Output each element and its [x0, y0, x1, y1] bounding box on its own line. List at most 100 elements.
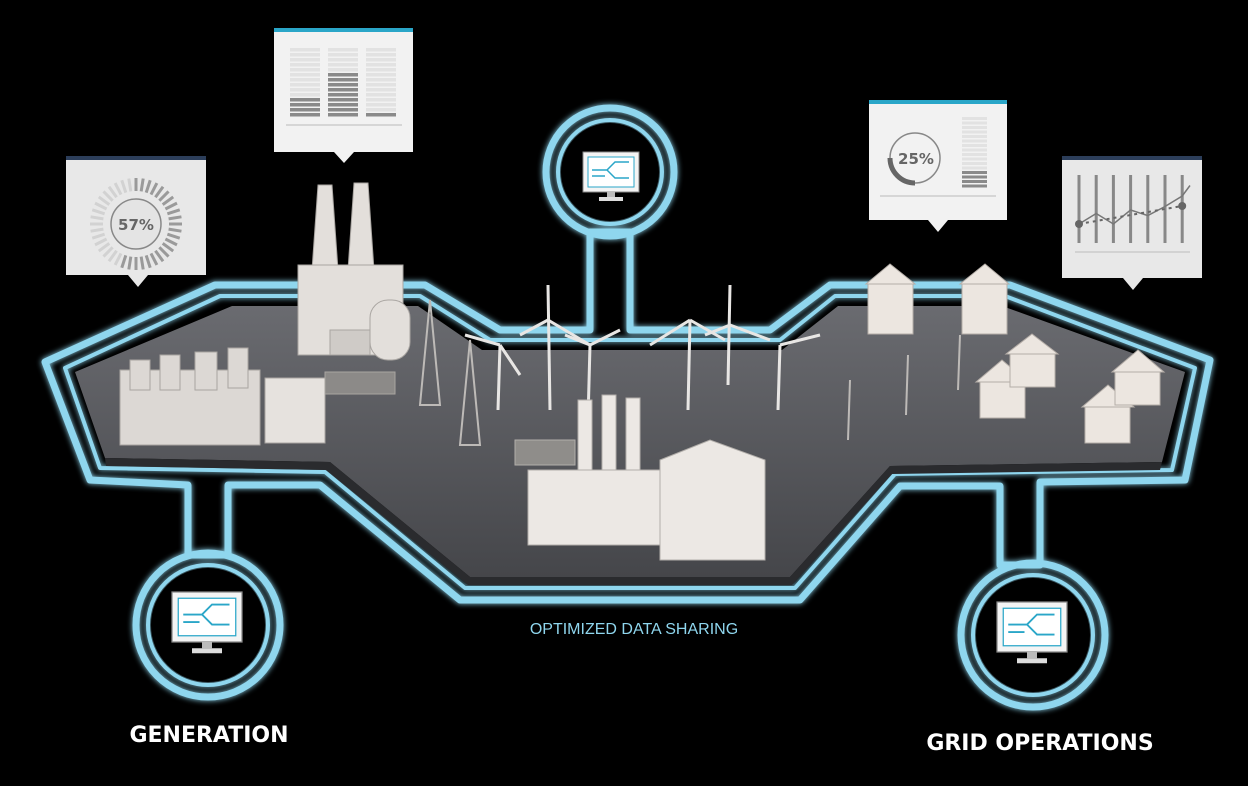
- bar-segment: [290, 48, 320, 52]
- bar-segment: [366, 103, 396, 107]
- chart-line: [1078, 185, 1191, 225]
- gauge-tick: [168, 227, 182, 233]
- gauge-tick: [144, 179, 152, 194]
- bar-segment: [962, 175, 987, 179]
- monitor-icon: [996, 601, 1068, 664]
- power-plant-left: [119, 347, 396, 446]
- gauge-value: 25%: [898, 150, 934, 168]
- bar-segment: [366, 58, 396, 62]
- bar-segment: [962, 130, 987, 134]
- gauge-tick: [164, 237, 178, 247]
- bar-segment: [290, 63, 320, 67]
- gauge-tick: [127, 178, 133, 192]
- gauge-tick: [166, 232, 181, 240]
- gauge-tick: [149, 182, 159, 196]
- bar-segment: [366, 93, 396, 97]
- bar-segment: [290, 93, 320, 97]
- gauge-tick: [161, 242, 175, 253]
- bar-segment: [328, 108, 358, 112]
- gauge-tick: [161, 195, 175, 206]
- gauge-tick: [94, 237, 108, 247]
- transmission-towers: [418, 299, 961, 446]
- data-sharing-label: OPTIMIZED DATA SHARING: [530, 621, 738, 638]
- gauge-tick: [144, 254, 152, 269]
- gauge-tick: [90, 215, 104, 221]
- bar-segment: [962, 162, 987, 165]
- bar-segment: [328, 88, 358, 92]
- generation-gauge-card: 57%: [66, 156, 206, 287]
- outer-network-line: [41, 228, 1214, 604]
- gauge-tick: [90, 227, 104, 233]
- bar-segment: [328, 68, 358, 72]
- inner-network-line: [63, 294, 1197, 590]
- power-plant-center: [514, 394, 766, 561]
- bar-segment: [366, 78, 396, 82]
- gauge-tick: [91, 208, 106, 216]
- bar-segment: [328, 73, 358, 77]
- generation-label: GENERATION: [129, 723, 288, 748]
- gauge-tick: [113, 252, 123, 266]
- bar-segment: [962, 139, 987, 143]
- bar-segment: [962, 144, 987, 147]
- gauge-tick: [97, 195, 111, 206]
- gauge-tick: [94, 201, 108, 211]
- gauge-tick: [164, 201, 178, 211]
- bar-segment: [328, 103, 358, 107]
- bar-segment: [366, 113, 396, 117]
- bar-segment: [366, 98, 396, 102]
- bar-segment: [962, 153, 987, 156]
- bar-segment: [290, 83, 320, 87]
- bar-segment: [328, 63, 358, 67]
- gauge-tick: [113, 182, 123, 196]
- bar-segment: [962, 126, 987, 129]
- bar-segment: [290, 103, 320, 107]
- gauge-tick: [168, 215, 182, 221]
- bar-segment: [962, 121, 987, 125]
- gauge-tick: [97, 242, 111, 253]
- bar-segment: [366, 48, 396, 52]
- bar-segment: [366, 73, 396, 77]
- gauge-tick: [139, 256, 145, 270]
- bar-segment: [290, 88, 320, 92]
- bar-segment: [290, 73, 320, 77]
- gauge-tick: [107, 185, 118, 199]
- bar-segment: [962, 180, 987, 183]
- gauge-tick: [107, 249, 118, 263]
- grid-gauge-card: 25%: [869, 100, 1007, 232]
- bar-segment: [366, 88, 396, 92]
- monitor-icon: [171, 591, 243, 654]
- bar-segment: [290, 108, 320, 112]
- bar-segment: [290, 58, 320, 62]
- bar-segment: [328, 53, 358, 57]
- bar-segment: [290, 78, 320, 82]
- bar-segment: [290, 113, 320, 117]
- gauge-tick: [158, 190, 170, 202]
- bar-segment: [962, 157, 987, 161]
- bar-segment: [962, 117, 987, 120]
- gauge-tick: [154, 185, 165, 199]
- monitor-icon: [582, 151, 640, 201]
- bar-segment: [328, 78, 358, 82]
- bar-segment: [328, 83, 358, 87]
- bar-segment: [962, 148, 987, 152]
- grid-line-chart-card: [1062, 156, 1202, 290]
- gauge-value: 57%: [118, 216, 154, 234]
- data-sharing-network: [41, 104, 1214, 711]
- gauge-tick: [102, 246, 114, 258]
- bar-segment: [962, 166, 987, 170]
- wind-turbines: [464, 284, 821, 421]
- chart-point: [1075, 220, 1083, 228]
- bar-segment: [290, 68, 320, 72]
- grid-operations-label: GRID OPERATIONS: [926, 731, 1153, 756]
- bar-segment: [290, 53, 320, 57]
- bar-segment: [328, 98, 358, 102]
- gauge-tick: [91, 232, 106, 240]
- gauge-tick: [120, 179, 128, 194]
- gauge-arc: [887, 157, 916, 186]
- bar-segment: [366, 63, 396, 67]
- gauge-tick: [127, 256, 133, 270]
- bar-segment: [962, 171, 987, 174]
- top-node-ring: [542, 104, 678, 240]
- houses: [864, 263, 1166, 444]
